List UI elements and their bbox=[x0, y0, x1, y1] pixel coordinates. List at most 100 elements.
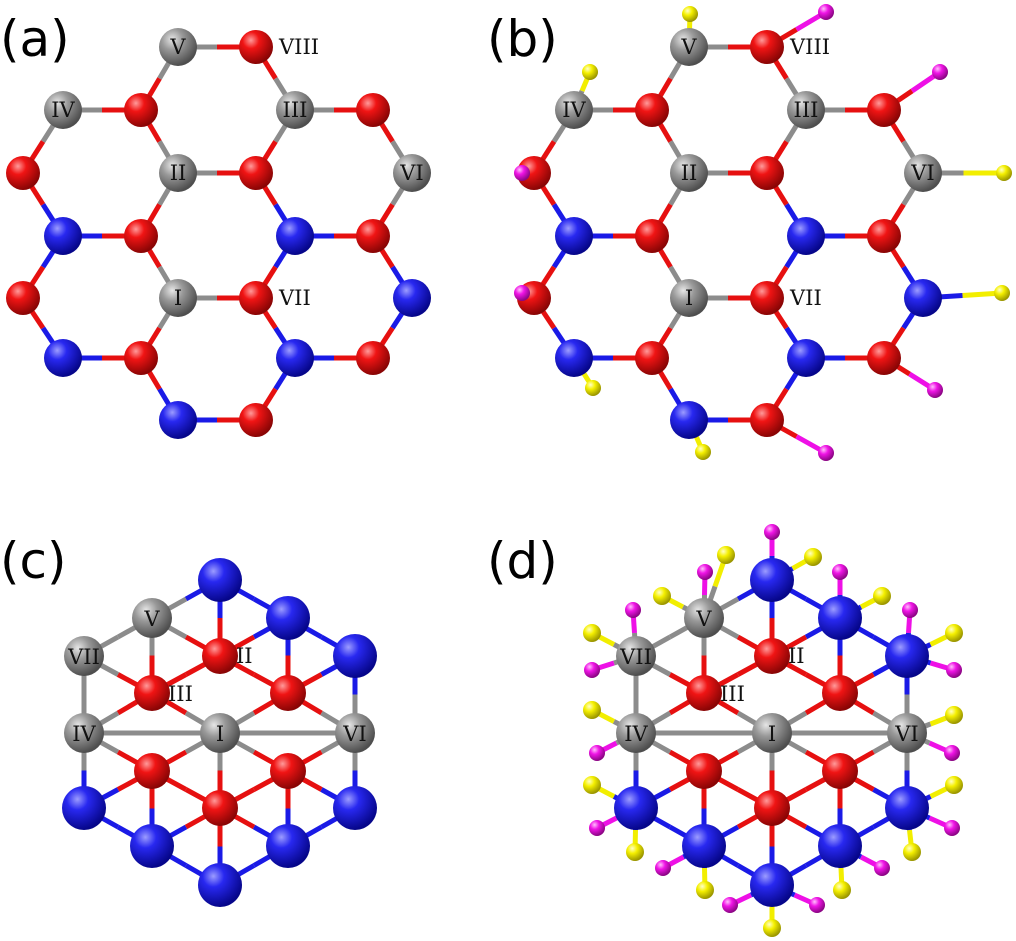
site-label-vii: VII bbox=[278, 286, 311, 310]
site-label-iii: III bbox=[720, 682, 745, 706]
red-atom bbox=[635, 93, 669, 127]
yellow-atom bbox=[945, 624, 963, 642]
site-label-v: V bbox=[143, 607, 160, 631]
magenta-atom bbox=[927, 382, 943, 398]
panel-label-b: (b) bbox=[487, 10, 558, 68]
red-atom bbox=[686, 753, 722, 789]
gray-atom bbox=[616, 636, 656, 676]
site-label-viii: VIII bbox=[278, 35, 319, 59]
blue-atom bbox=[44, 217, 82, 255]
magenta-atom bbox=[818, 445, 834, 461]
magenta-atom bbox=[764, 524, 780, 540]
red-atom bbox=[202, 790, 238, 826]
red-atom bbox=[356, 93, 390, 127]
yellow-atom bbox=[695, 444, 711, 460]
blue-atom bbox=[885, 634, 929, 678]
gray-atom bbox=[335, 713, 375, 753]
blue-atom bbox=[555, 339, 593, 377]
magenta-atom bbox=[902, 602, 918, 618]
site-label-vi: VI bbox=[910, 161, 934, 185]
magenta-atom bbox=[589, 745, 605, 761]
blue-atom bbox=[44, 339, 82, 377]
site-label-iii: III bbox=[283, 98, 308, 122]
gray-atom bbox=[555, 91, 593, 129]
red-atom bbox=[750, 281, 784, 315]
magenta-atom bbox=[584, 662, 600, 678]
red-atom bbox=[134, 675, 170, 711]
yellow-atom bbox=[696, 881, 714, 899]
red-atom bbox=[822, 675, 858, 711]
red-atom bbox=[517, 156, 551, 190]
red-atom bbox=[635, 219, 669, 253]
blue-atom bbox=[333, 786, 377, 830]
red-atom bbox=[124, 219, 158, 253]
red-atom bbox=[822, 753, 858, 789]
yellow-atom bbox=[583, 624, 601, 642]
site-label-ii: II bbox=[788, 644, 805, 668]
blue-atom bbox=[818, 596, 862, 640]
yellow-atom bbox=[585, 380, 601, 396]
blue-atom bbox=[159, 401, 197, 439]
site-label-iv: IV bbox=[562, 98, 586, 122]
magenta-atom bbox=[874, 860, 890, 876]
red-atom bbox=[867, 219, 901, 253]
blue-atom bbox=[276, 339, 314, 377]
blue-atom bbox=[276, 217, 314, 255]
site-label-viii: VIII bbox=[789, 35, 830, 59]
panel-label-a: (a) bbox=[0, 10, 70, 68]
gray-atom bbox=[887, 713, 927, 753]
gray-atom bbox=[670, 28, 708, 66]
site-label-i: I bbox=[685, 286, 693, 310]
red-atom bbox=[750, 156, 784, 190]
panel-label-c: (c) bbox=[0, 532, 67, 590]
yellow-atom bbox=[682, 6, 698, 22]
magenta-atom bbox=[589, 820, 605, 836]
red-atom bbox=[134, 753, 170, 789]
red-atom bbox=[239, 281, 273, 315]
red-atom bbox=[867, 93, 901, 127]
yellow-atom bbox=[626, 843, 644, 861]
red-atom bbox=[750, 30, 784, 64]
site-label-ii: II bbox=[170, 161, 187, 185]
site-label-iii: III bbox=[168, 682, 193, 706]
red-atom bbox=[239, 156, 273, 190]
gray-atom bbox=[904, 154, 942, 192]
magenta-atom bbox=[514, 285, 530, 301]
panel-label-d: (d) bbox=[487, 532, 558, 590]
magenta-atom bbox=[818, 4, 834, 20]
red-atom bbox=[686, 675, 722, 711]
yellow-atom bbox=[763, 919, 781, 937]
site-label-i: I bbox=[174, 286, 182, 310]
yellow-atom bbox=[583, 776, 601, 794]
magenta-atom bbox=[809, 897, 825, 913]
gray-atom bbox=[64, 713, 104, 753]
blue-atom bbox=[62, 786, 106, 830]
site-label-ii: II bbox=[236, 644, 253, 668]
site-label-vi: VI bbox=[342, 722, 366, 746]
red-atom bbox=[754, 790, 790, 826]
gray-atom bbox=[670, 279, 708, 317]
blue-atom bbox=[198, 863, 242, 907]
site-label-vi: VI bbox=[399, 161, 423, 185]
site-label-i: I bbox=[768, 722, 776, 746]
gray-atom bbox=[159, 154, 197, 192]
red-atom bbox=[356, 219, 390, 253]
blue-atom bbox=[198, 558, 242, 602]
red-atom bbox=[124, 341, 158, 375]
site-label-iv: IV bbox=[72, 722, 96, 746]
yellow-atom bbox=[717, 546, 735, 564]
site-label-i: I bbox=[216, 722, 224, 746]
gray-atom bbox=[200, 713, 240, 753]
red-atom bbox=[202, 638, 238, 674]
blue-atom bbox=[266, 596, 310, 640]
site-label-vii: VII bbox=[789, 286, 822, 310]
blue-atom bbox=[750, 558, 794, 602]
gray-atom bbox=[670, 154, 708, 192]
gray-atom bbox=[159, 279, 197, 317]
site-label-v: V bbox=[680, 35, 697, 59]
yellow-atom bbox=[945, 706, 963, 724]
